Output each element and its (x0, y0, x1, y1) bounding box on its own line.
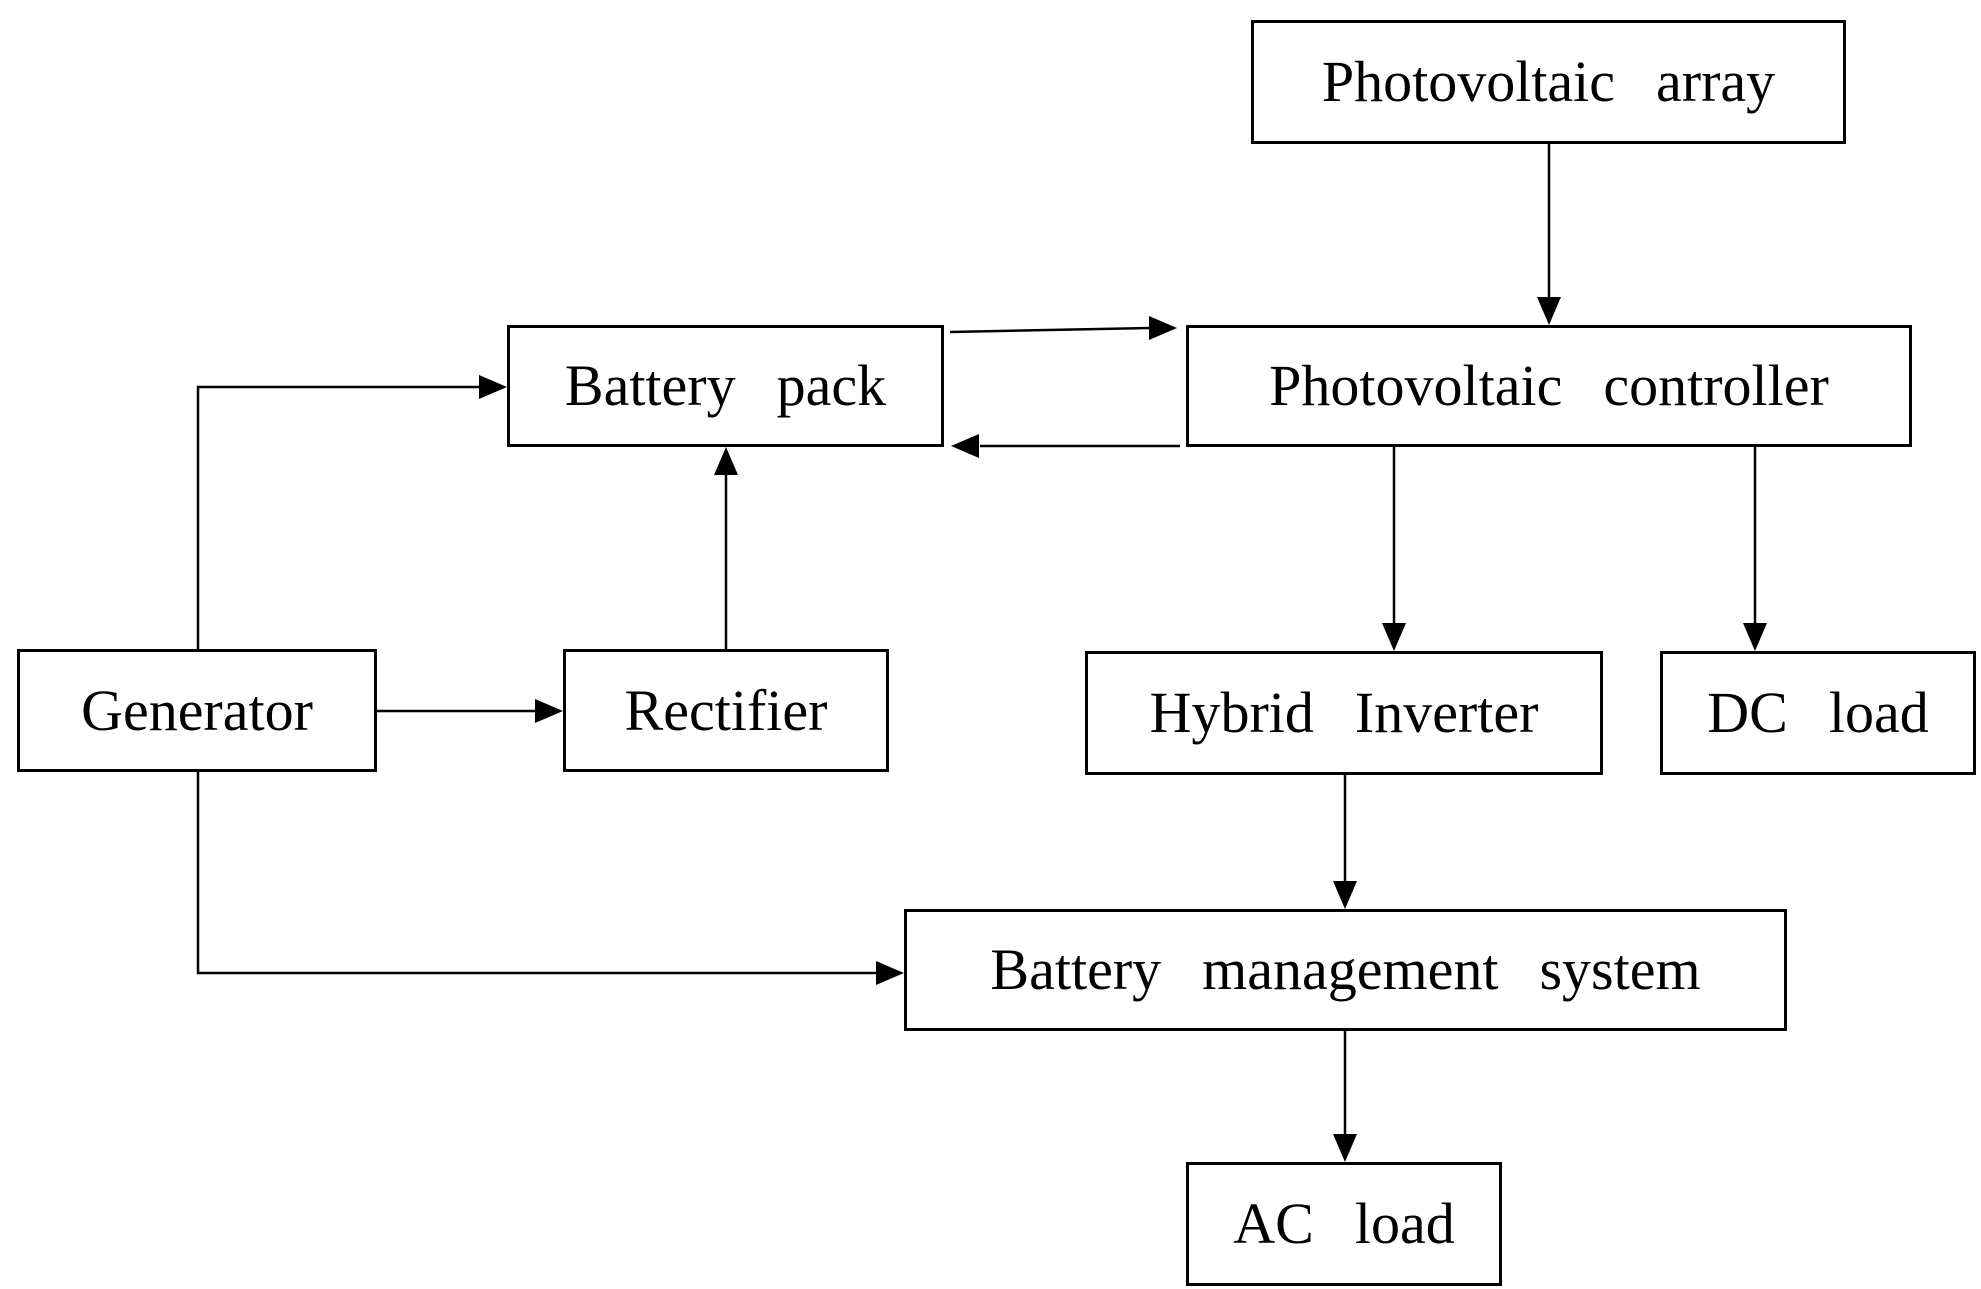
node-hybrid-inverter: Hybrid Inverter (1085, 651, 1603, 775)
node-label: Battery management system (990, 937, 1701, 1002)
edge-generator-to-rectifier (377, 699, 563, 723)
node-dc-load: DC load (1660, 651, 1976, 775)
edge-generator-to-battery (196, 375, 507, 649)
edge-pv-array-to-controller (1537, 144, 1561, 325)
edge-rectifier-to-battery (714, 447, 738, 649)
node-label: Photovoltaic controller (1269, 353, 1829, 418)
edge-controller-to-battery (951, 434, 1180, 458)
node-photovoltaic-controller: Photovoltaic controller (1186, 325, 1912, 447)
edge-controller-to-dc-load (1743, 447, 1767, 651)
edge-bms-to-ac-load (1333, 1031, 1357, 1162)
node-generator: Generator (17, 649, 377, 772)
node-label: Battery pack (564, 353, 887, 418)
node-battery-pack: Battery pack (507, 325, 944, 447)
edge-controller-to-inverter (1382, 447, 1406, 651)
node-battery-management-system: Battery management system (904, 909, 1787, 1031)
node-rectifier: Rectifier (563, 649, 889, 772)
node-ac-load: AC load (1186, 1162, 1502, 1286)
node-label: Photovoltaic array (1321, 49, 1776, 114)
node-label: AC load (1233, 1191, 1455, 1256)
node-label: Generator (81, 677, 313, 743)
edge-generator-to-bms (196, 772, 904, 985)
edge-battery-to-controller (949, 316, 1177, 340)
node-photovoltaic-array: Photovoltaic array (1251, 20, 1846, 144)
node-label: Rectifier (624, 677, 828, 743)
node-label: DC load (1707, 680, 1929, 745)
edge-inverter-to-bms (1333, 775, 1357, 909)
node-label: Hybrid Inverter (1149, 680, 1539, 745)
